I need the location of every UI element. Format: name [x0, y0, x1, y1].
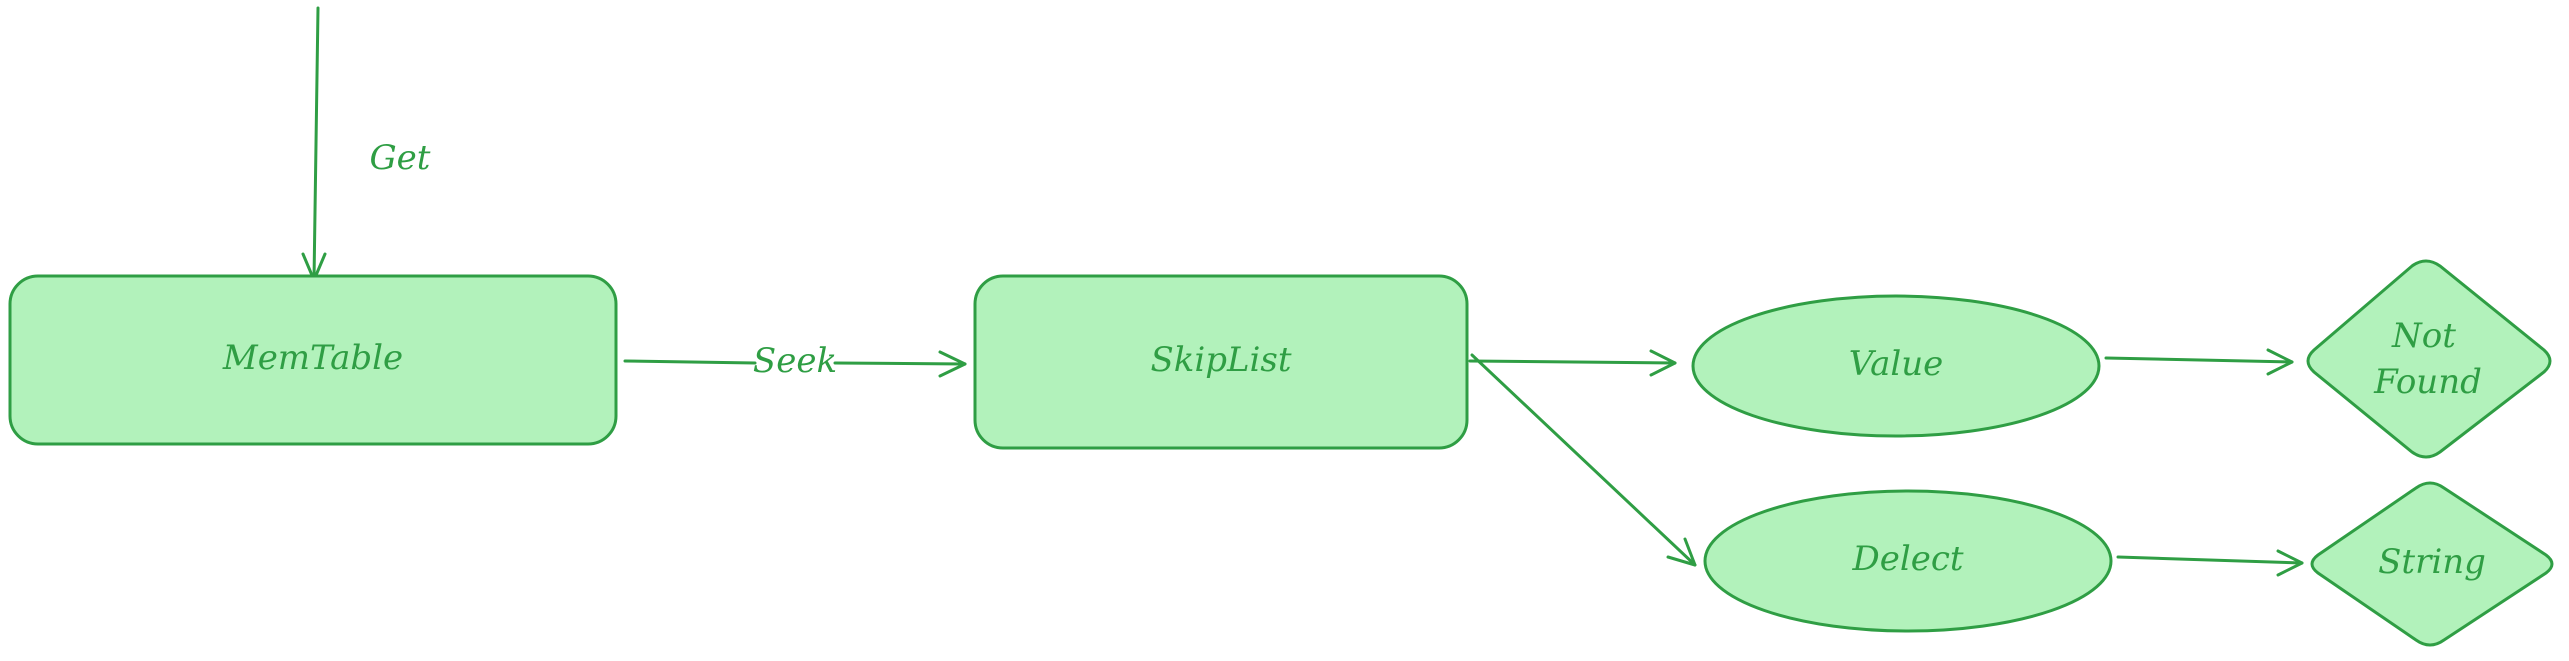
node-not-found[interactable]: Not Found: [2306, 259, 2552, 459]
edge-label-get: Get: [370, 138, 431, 178]
edge-get: [301, 6, 327, 282]
node-value-label: Value: [1849, 344, 1944, 384]
node-skiplist-label: SkipList: [1150, 340, 1291, 380]
node-delect[interactable]: Delect: [1703, 489, 2113, 633]
edge-label-seek: Seek: [753, 341, 837, 381]
edge-value-notfound: [2104, 348, 2294, 376]
node-value[interactable]: Value: [1691, 294, 2101, 438]
node-not-found-label-line2: Found: [2373, 362, 2482, 402]
edge-delect-string: [2116, 549, 2304, 577]
edge-skiplist-delect: [1470, 353, 1697, 567]
node-memtable[interactable]: MemTable: [8, 274, 618, 446]
node-memtable-label: MemTable: [222, 338, 403, 378]
node-not-found-label-line1: Not: [2391, 316, 2456, 356]
node-delect-label: Delect: [1851, 539, 1963, 579]
node-string-label: String: [2378, 542, 2486, 582]
edge-skiplist-value: [1468, 349, 1677, 377]
node-string[interactable]: String: [2310, 481, 2554, 647]
edge-seek: [623, 350, 967, 378]
node-skiplist[interactable]: SkipList: [973, 274, 1469, 450]
